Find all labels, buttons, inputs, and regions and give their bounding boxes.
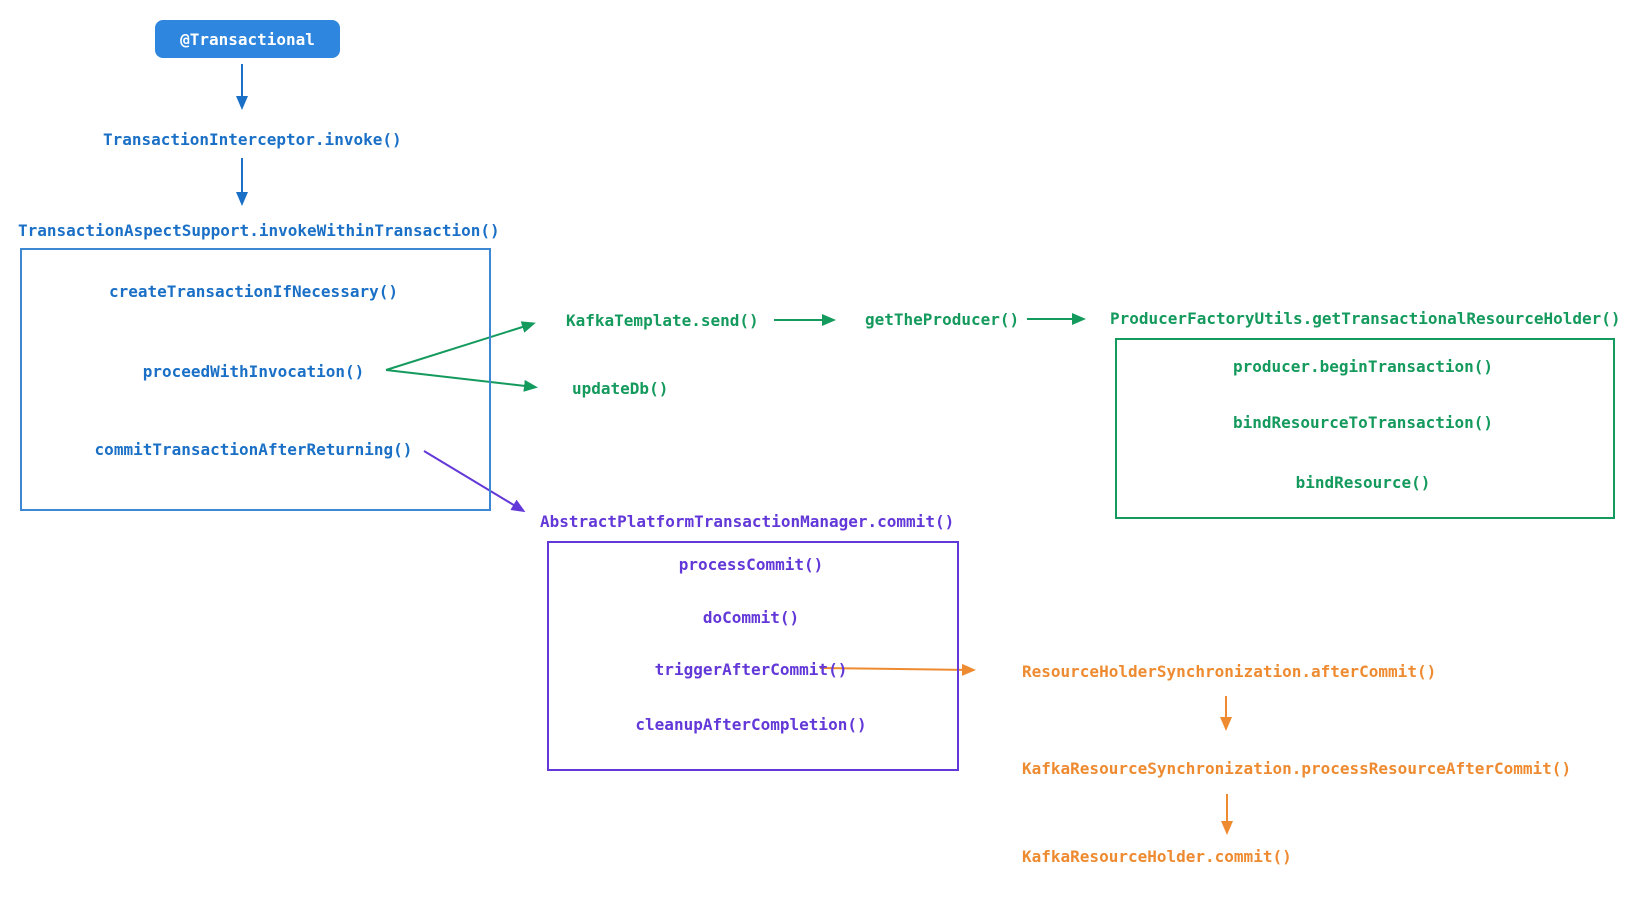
label-do-commit: doCommit(): [702, 608, 800, 627]
label-producer-begin-transaction: producer.beginTransaction(): [1232, 357, 1494, 376]
transactional-badge: @Transactional: [155, 20, 340, 58]
label-proceed-with-invocation: proceedWithInvocation(): [142, 362, 365, 381]
label-abstract-platform-transaction-manager-commit: AbstractPlatformTransactionManager.commi…: [540, 512, 955, 531]
invoke-within-transaction-box: [20, 248, 491, 511]
transactional-resource-holder-box: [1115, 338, 1615, 519]
label-commit-transaction-after-returning: commitTransactionAfterReturning(): [94, 440, 413, 459]
label-kafka-resource-synchronization-process: KafkaResourceSynchronization.processReso…: [1022, 759, 1572, 778]
label-invoke-within-transaction: TransactionAspectSupport.invokeWithinTra…: [18, 221, 500, 240]
label-producer-factory-utils: ProducerFactoryUtils.getTransactionalRes…: [1110, 309, 1621, 328]
label-transaction-interceptor-invoke: TransactionInterceptor.invoke(): [103, 130, 402, 149]
label-trigger-after-commit: triggerAfterCommit(): [654, 660, 848, 679]
transactional-badge-label: @Transactional: [180, 29, 315, 49]
label-kafka-resource-holder-commit: KafkaResourceHolder.commit(): [1022, 847, 1292, 866]
label-cleanup-after-completion: cleanupAfterCompletion(): [635, 715, 867, 734]
transaction-manager-commit-box: [547, 541, 959, 771]
label-bind-resource: bindResource(): [1295, 473, 1431, 492]
label-update-db: updateDb(): [572, 379, 669, 398]
label-resource-holder-synchronization-after-commit: ResourceHolderSynchronization.afterCommi…: [1022, 662, 1437, 681]
label-get-the-producer: getTheProducer(): [865, 310, 1020, 329]
label-process-commit: processCommit(): [678, 555, 824, 574]
label-bind-resource-to-transaction: bindResourceToTransaction(): [1232, 413, 1494, 432]
label-create-transaction-if-necessary: createTransactionIfNecessary(): [109, 282, 398, 301]
label-kafka-template-send: KafkaTemplate.send(): [566, 311, 759, 330]
